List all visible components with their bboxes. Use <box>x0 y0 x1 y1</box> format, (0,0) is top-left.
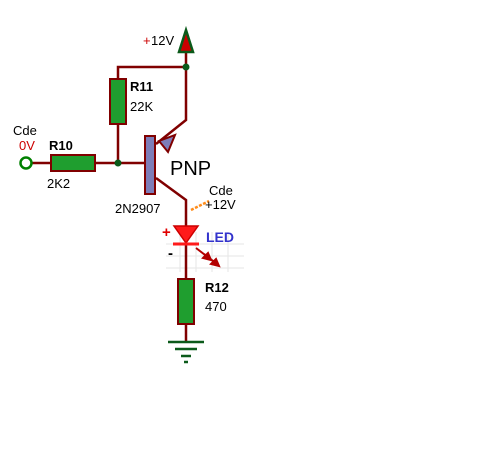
led-light-arrows-icon <box>195 247 221 268</box>
r11-ref-label: R11 <box>130 79 153 94</box>
supply-value: 12V <box>151 33 174 48</box>
wire-top-rail <box>116 53 188 79</box>
r12-value-label: 470 <box>205 299 227 314</box>
transistor-part-label: 2N2907 <box>115 201 161 216</box>
emitter-arrow-icon <box>157 133 177 154</box>
probe-annotation: Cde +12V <box>190 183 236 212</box>
led-plus-sign: + <box>162 224 171 241</box>
transistor-type-label: PNP <box>170 158 211 180</box>
ground-symbol <box>168 340 204 364</box>
input-value-label: 0V <box>19 138 35 153</box>
led-name-label: LED <box>206 229 234 245</box>
supply-12v-symbol: + 12V <box>143 25 195 54</box>
probe-cde-label: Cde <box>209 183 233 198</box>
led-triangle-icon <box>172 225 200 245</box>
wire-emitter <box>155 67 188 145</box>
led-diode: + - LED <box>162 224 234 268</box>
transistor-pnp: PNP 2N2907 <box>115 133 211 216</box>
r10-ref-label: R10 <box>49 138 73 153</box>
supply-plus-sign: + <box>143 33 151 48</box>
input-cde-label: Cde <box>13 123 37 138</box>
r11-value-label: 22K <box>130 99 153 114</box>
junction-top <box>182 63 190 71</box>
wires <box>31 53 188 342</box>
input-terminal: Cde 0V <box>13 123 37 170</box>
led-minus-sign: - <box>168 245 173 262</box>
probe-marker-icon <box>190 199 210 212</box>
wire-collector <box>155 176 188 226</box>
junction-base <box>114 159 122 167</box>
resistor-r11: R11 22K <box>109 78 153 125</box>
resistor-r10: R10 2K2 <box>47 138 96 191</box>
probe-voltage-label: +12V <box>205 197 236 212</box>
led-grid-background <box>166 232 244 272</box>
r12-ref-label: R12 <box>205 280 229 295</box>
r10-value-label: 2K2 <box>47 176 70 191</box>
resistor-r12: R12 470 <box>177 278 229 325</box>
